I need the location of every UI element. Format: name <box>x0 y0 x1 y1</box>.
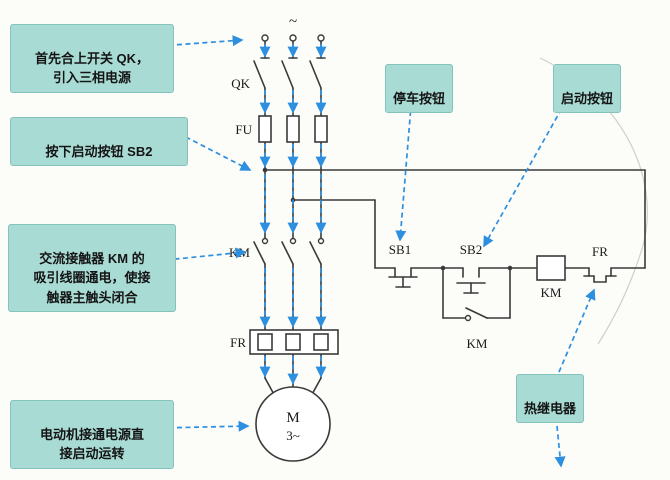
km-main-label: KM <box>229 245 250 260</box>
callout-thermal-relay-text: 热继电器 <box>524 400 577 416</box>
callout-start-button: 启动按钮 <box>553 64 622 113</box>
flow-arrows <box>259 44 327 385</box>
callout-step3: 交流接触器 KM 的 吸引线圈通电，使接 触器主触头闭合 <box>8 224 176 312</box>
qk-label: QK <box>231 76 250 91</box>
callout-step2-text: 按下启动按钮 SB2 <box>45 143 153 159</box>
callout-step1: 首先合上开关 QK， 引入三相电源 <box>10 24 174 93</box>
fu-fuses <box>258 115 328 143</box>
callout-step4: 电动机接通电源直 接启动运转 <box>10 400 174 469</box>
arrow-step4 <box>159 420 250 432</box>
arrow-start-button <box>483 93 571 248</box>
callout-thermal-relay: 热继电器 <box>516 374 585 423</box>
fu-label: FU <box>235 122 252 137</box>
km-coil <box>536 255 566 281</box>
callout-stop-button-text: 停车按钮 <box>393 90 446 106</box>
arrow-step3 <box>165 247 247 261</box>
sb2-start-button <box>456 267 486 294</box>
ac-symbol: ~ <box>289 14 297 30</box>
fr-heater-elements <box>249 329 339 355</box>
motor-type-label: 3~ <box>286 428 300 443</box>
motor <box>255 386 331 462</box>
km-aux-contact <box>464 307 488 322</box>
km-main-contacts <box>253 237 325 265</box>
callout-step1-text: 首先合上开关 QK， 引入三相电源 <box>34 50 150 86</box>
callout-step2: 按下启动按钮 SB2 <box>10 117 188 166</box>
fr-contact-label: FR <box>592 244 608 259</box>
arrow-continue-down <box>554 425 566 468</box>
arrow-step1 <box>159 35 244 47</box>
motor-label: M <box>286 410 299 426</box>
callout-stop-button: 停车按钮 <box>385 64 454 113</box>
callout-start-button-text: 启动按钮 <box>561 90 614 106</box>
km-coil-label: KM <box>541 285 562 300</box>
sb1-label: SB1 <box>389 242 411 257</box>
fr-heater-label: FR <box>230 335 246 350</box>
sb1-stop-button <box>388 267 418 288</box>
sb2-label: SB2 <box>460 242 482 257</box>
fr-nc-contact <box>583 267 617 283</box>
callout-arrows <box>159 35 596 468</box>
power-terminals <box>261 34 325 42</box>
arrow-thermal-relay <box>558 288 596 373</box>
callout-step3-text: 交流接触器 KM 的 吸引线圈通电，使接 触器主触头闭合 <box>33 250 151 305</box>
km-aux-label: KM <box>467 336 488 351</box>
arrow-stop-button <box>395 93 413 242</box>
qk-knife-switch <box>253 57 326 89</box>
arrow-step2 <box>177 132 252 171</box>
control-wires <box>264 169 646 319</box>
callout-step4-text: 电动机接通电源直 接启动运转 <box>39 426 144 462</box>
